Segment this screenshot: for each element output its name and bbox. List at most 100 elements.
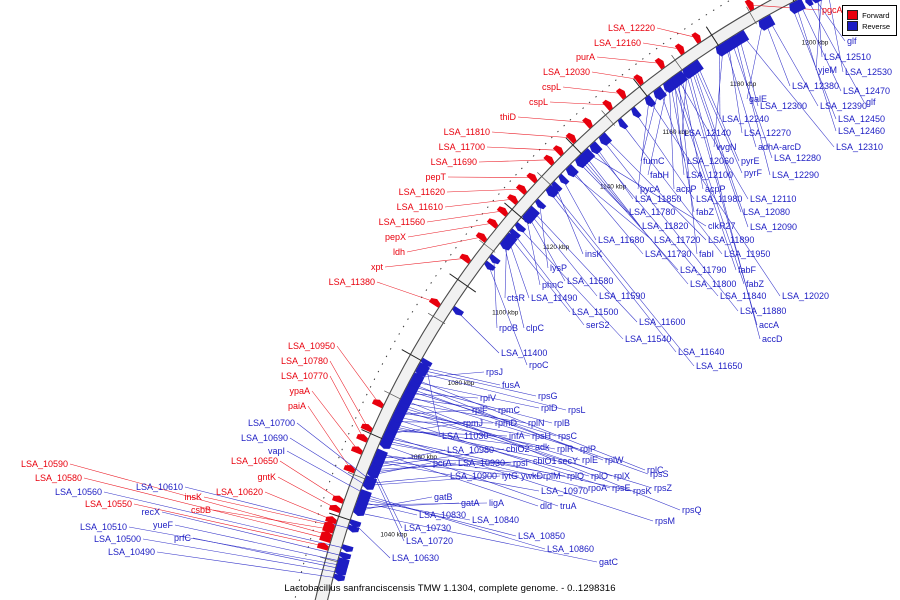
leader-line (549, 101, 609, 106)
gene-arrow (615, 88, 627, 100)
leader-line (446, 188, 523, 193)
gene-label: accD (762, 334, 783, 344)
gene-label: fabH (650, 170, 669, 180)
leader-line (397, 416, 556, 450)
gene-label: pyrF (744, 168, 763, 178)
gene-label: LSA_11690 (431, 157, 477, 167)
gene-label: LSA_10590 (21, 459, 68, 469)
leader-line (508, 240, 530, 299)
gene-label: LSA_10610 (136, 482, 183, 492)
gene-label: fabF (738, 265, 757, 275)
gene-arrow (766, 14, 776, 27)
gene-label: LSA_11560 (379, 217, 425, 227)
leader-line (579, 162, 628, 213)
gene-label: LSA_11950 (724, 249, 770, 259)
leader-line (765, 22, 791, 87)
leader-line (669, 85, 675, 190)
leader-line (746, 24, 763, 100)
leader-line (593, 149, 719, 297)
leader-line (426, 210, 504, 223)
gene-label: cbiO1 (533, 456, 557, 466)
leader-line (368, 475, 501, 486)
leader-line (555, 186, 584, 255)
gene-label: rplW (605, 455, 624, 465)
leader-line (384, 445, 559, 507)
gene-arrow (371, 399, 384, 409)
gene-label: rplQ (567, 471, 584, 481)
ruler-minor-tick (537, 172, 553, 187)
leader-line (403, 405, 613, 477)
gene-label: LSA_10560 (55, 487, 102, 497)
gene-label: rpsJ (486, 367, 503, 377)
leader-line (637, 101, 650, 190)
gene-arrow (582, 117, 593, 129)
leader-line (415, 381, 540, 409)
gene-label: gntK (257, 472, 276, 482)
gene-arrow (452, 306, 464, 316)
leader-line (413, 384, 604, 461)
ruler-minor-tick (347, 472, 367, 480)
leader-line (286, 450, 366, 495)
gene-arrow (459, 253, 471, 264)
gene-label: pycA (640, 184, 660, 194)
gene-label: LSA_10830 (419, 510, 466, 520)
leader-line (725, 46, 757, 148)
leader-line (279, 460, 339, 500)
gene-label: rpoB (499, 323, 518, 333)
leader-line (491, 131, 573, 139)
minor-tick-ring (294, 0, 732, 600)
gene-arrow (360, 423, 373, 433)
leader-line (212, 509, 329, 530)
leader-line (161, 511, 345, 557)
gene-label: infA (509, 431, 525, 441)
gene-label: LSA_11880 (740, 306, 786, 316)
leader-line (362, 499, 471, 521)
gene-arrow (322, 525, 334, 534)
backbone-outer-edge (314, 0, 773, 600)
gene-label: adhA-arcD (758, 142, 802, 152)
leader-line (373, 470, 403, 529)
gene-label: LSA_10490 (108, 547, 155, 557)
gene-label: LSA_11640 (678, 347, 724, 357)
leader-line (504, 245, 525, 329)
leader-line (642, 42, 681, 50)
leader-line (412, 386, 553, 424)
gene-label: accA (759, 320, 779, 330)
leader-line (829, 0, 844, 73)
gene-arrow (406, 383, 419, 393)
gene-label: rpmC (498, 405, 520, 415)
gene-label: lytG (502, 471, 518, 481)
gene-arrow (656, 86, 667, 98)
leader-line (517, 116, 589, 123)
ruler-minor-tick (746, 6, 757, 25)
ruler-minor-tick (427, 312, 446, 325)
gene-arrow (598, 134, 610, 146)
leader-line (552, 190, 695, 367)
gene-arrow (353, 508, 366, 516)
leader-line (526, 219, 541, 286)
leader-line (354, 523, 391, 559)
leader-line (385, 442, 566, 477)
gene-label: pgcA (822, 5, 843, 15)
leader-line (513, 233, 585, 326)
ruler-tick (449, 273, 477, 293)
gene-label: cbiO2 (506, 444, 530, 454)
gene-arrow (347, 524, 360, 533)
gene-label: LSA_12140 (684, 128, 731, 138)
leader-line (656, 27, 698, 39)
leader-line (649, 100, 781, 297)
leader-line (688, 71, 761, 340)
gene-label: rpsI (513, 458, 528, 468)
gene-arrow (415, 367, 427, 377)
ruler-tick-label: 1060 kbp (410, 454, 437, 461)
gene-arrow (758, 19, 768, 31)
gene-arrow (722, 40, 732, 53)
leader-line (562, 86, 623, 94)
leader-line (407, 222, 494, 238)
leader-line (595, 146, 634, 200)
gene-label: rplN (528, 418, 545, 428)
gene-label: LSA_10690 (241, 433, 288, 443)
leader-line (800, 4, 842, 92)
gene-label: LSA_11890 (708, 235, 754, 245)
leader-line (815, 0, 822, 71)
